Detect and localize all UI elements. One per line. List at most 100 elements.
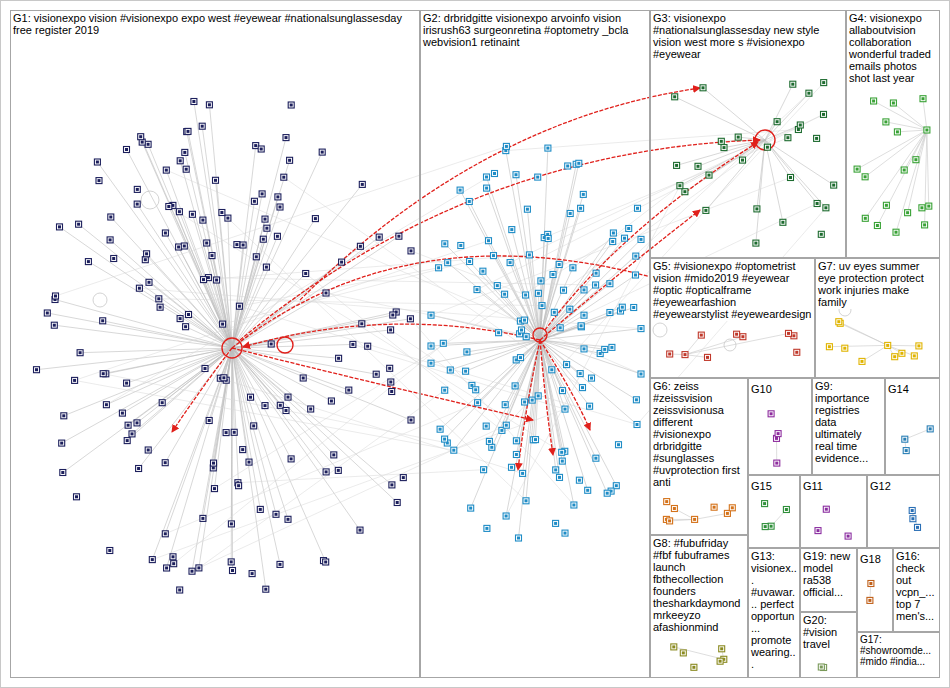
vertex-image [332, 453, 335, 456]
vertex [85, 259, 91, 265]
vertex-image [125, 382, 128, 385]
group-panel: G20: #vision travel [800, 612, 857, 678]
network-link [232, 348, 326, 472]
network-link [209, 348, 232, 420]
vertex [183, 166, 189, 172]
vertex [248, 394, 254, 400]
vertex-image [519, 356, 522, 359]
vertex [206, 418, 212, 424]
vertex [518, 355, 524, 361]
vertex [204, 240, 210, 246]
vertex [162, 230, 168, 236]
vertex [638, 371, 644, 377]
vertex [667, 351, 673, 357]
vertex [228, 559, 234, 565]
vertex-image [249, 396, 252, 399]
vertex-image [62, 414, 65, 417]
network-link [147, 254, 232, 348]
network-link [540, 307, 634, 340]
vertex-image [253, 200, 256, 203]
vertex-image [665, 500, 668, 503]
network-link [232, 348, 349, 390]
vertex-image [430, 314, 433, 317]
network-link [703, 88, 765, 140]
group-panel: G15 [748, 475, 800, 548]
network-link [169, 206, 232, 348]
vertex [909, 508, 915, 514]
vertex [389, 482, 395, 488]
vertex-image [815, 137, 818, 140]
vertex [919, 205, 925, 211]
vertex [213, 177, 219, 183]
vertex [170, 554, 176, 560]
vertex-image [885, 204, 888, 207]
vertex [486, 238, 492, 244]
group-panel: G7: uv eyes summer eye protection protec… [815, 258, 940, 378]
vertex [228, 521, 234, 527]
vertex-image [443, 438, 446, 441]
vertex-image [465, 350, 468, 353]
vertex [389, 389, 395, 395]
vertex-image [632, 306, 635, 309]
vertex [571, 502, 577, 508]
network-link [232, 348, 334, 455]
vertex-image [914, 158, 917, 161]
vertex-image [562, 289, 565, 292]
vertex-image [58, 225, 61, 228]
network-link [141, 137, 232, 348]
vertex [177, 158, 183, 164]
vertex [609, 344, 615, 350]
vertex-image [201, 219, 204, 222]
group-label: G19: new model ra538 official... [801, 549, 856, 599]
vertex [323, 559, 329, 565]
vertex [926, 203, 932, 209]
vertex-image [469, 507, 472, 510]
group-panel: G12 [867, 475, 940, 548]
network-link [470, 262, 540, 340]
vertex [672, 94, 678, 100]
network-link [63, 348, 232, 473]
vertex-image [523, 319, 526, 322]
vertex-image [578, 479, 581, 482]
vertex-image [443, 389, 446, 392]
vertex [257, 506, 263, 512]
group-label: G10 [749, 382, 774, 396]
vertex [910, 516, 916, 522]
vertex [719, 646, 725, 652]
vertex-image [755, 207, 758, 210]
hub-ring [277, 337, 293, 353]
vertex [585, 487, 591, 493]
vertex [273, 511, 279, 517]
vertex-image [304, 272, 307, 275]
vertex [559, 458, 565, 464]
self-loop [141, 191, 159, 209]
vertex-image [776, 120, 779, 123]
network-link [487, 188, 540, 340]
vertex-image [270, 343, 273, 346]
vertex [145, 447, 151, 453]
vertex [408, 417, 414, 423]
vertex-image [565, 363, 568, 366]
vertex [513, 172, 519, 178]
vertex [491, 253, 497, 259]
network-link [738, 137, 765, 140]
network-link [670, 519, 695, 521]
group-panel: G17: #showroomde... #mido #india... [857, 632, 940, 678]
vertex [442, 387, 448, 393]
vertex-image [485, 527, 488, 530]
vertex [494, 283, 500, 289]
vertex [581, 346, 587, 352]
vertex [539, 303, 545, 309]
network-link [886, 122, 927, 130]
network-link [674, 647, 724, 659]
vertex [230, 568, 236, 574]
vertex-image [220, 211, 223, 214]
vertex [124, 147, 130, 153]
vertex [146, 279, 152, 285]
vertex [74, 494, 80, 500]
network-link [776, 438, 777, 463]
network-link [165, 403, 477, 534]
vertex [323, 290, 329, 296]
vertex-image [673, 95, 676, 98]
vertex-image [606, 492, 609, 495]
